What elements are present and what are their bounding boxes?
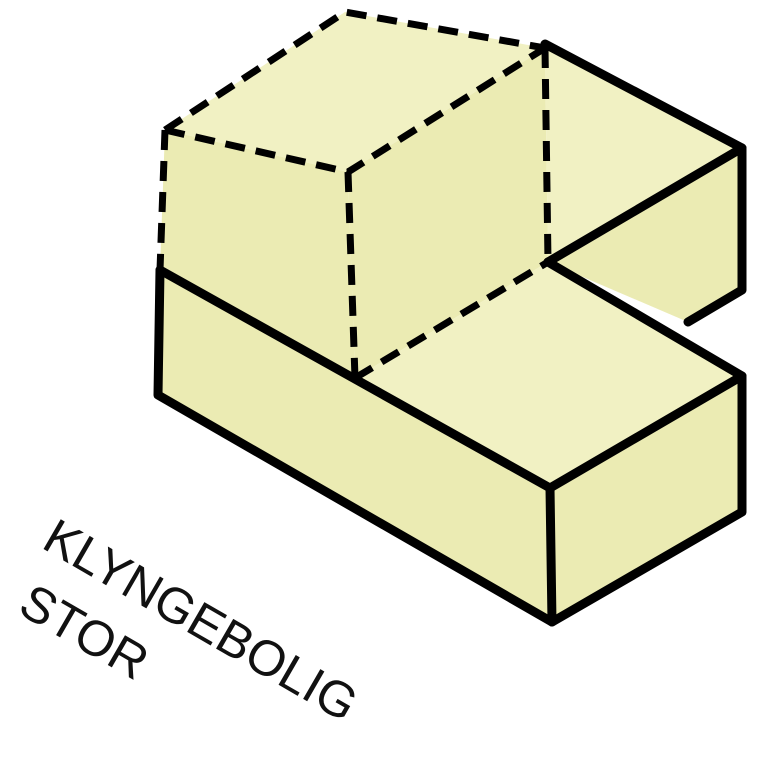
dashed-edges	[156, 8, 552, 381]
base-block-corner-edge	[545, 483, 557, 627]
caption: KLYNGEBOLIG STOR	[11, 508, 368, 732]
base-block-top-edge	[155, 257, 747, 493]
back-wing-front-face	[548, 148, 742, 322]
solid-edges	[153, 39, 747, 627]
back-wing-top-face	[545, 48, 742, 262]
planned-box-front-face	[160, 130, 355, 378]
planned-box-top-face	[165, 12, 545, 172]
dashed-edge-center-vertical	[344, 171, 359, 379]
base-block-front-face	[158, 270, 552, 622]
dashed-edge-top-back	[163, 8, 546, 133]
base-block-end-face	[550, 376, 742, 622]
dashed-edge-left-vertical	[156, 129, 169, 271]
back-wing-vertical-edge	[683, 143, 747, 327]
planned-box-side-face	[348, 48, 548, 378]
dashed-edge-bottom	[353, 259, 550, 381]
dashed-edge-right-vertical	[541, 47, 552, 263]
